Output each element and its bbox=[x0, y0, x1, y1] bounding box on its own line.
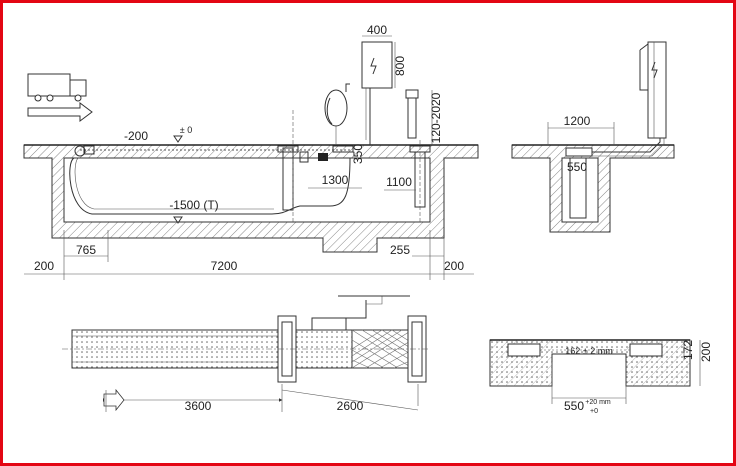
control-box bbox=[361, 35, 396, 145]
pit-concrete bbox=[23, 144, 479, 253]
dim-2600-label: 2600 bbox=[337, 399, 364, 413]
dim-550-label: 550 bbox=[567, 160, 587, 174]
dim-7200: 7200 bbox=[211, 259, 238, 273]
detail-tol-plus: +20 mm bbox=[585, 399, 611, 406]
detail-tol-zero: +0 bbox=[590, 408, 598, 415]
level-zero-label: ± 0 bbox=[180, 125, 192, 135]
box-width-label: 400 bbox=[367, 23, 387, 37]
plan-view bbox=[62, 295, 430, 412]
detail-section bbox=[489, 339, 701, 404]
dim-left-200: 200 bbox=[34, 259, 54, 273]
dim-1200-label: 1200 bbox=[564, 114, 591, 128]
dim-right-200: 200 bbox=[444, 259, 464, 273]
hose-reel-icon bbox=[324, 83, 350, 145]
dim-765: 765 bbox=[76, 243, 96, 257]
dim-1300-label: 1300 bbox=[322, 173, 349, 187]
pit-bottom-label: -1500 (T) bbox=[169, 198, 218, 212]
bottom-dimensions bbox=[24, 230, 474, 280]
box-height-label: 800 bbox=[393, 56, 407, 76]
height-350-label: 350 bbox=[351, 144, 365, 164]
detail-gap-label: 162 ± 2 mm bbox=[565, 346, 612, 356]
truck-icon bbox=[27, 73, 87, 102]
detail-550-label: 550 bbox=[564, 399, 584, 413]
side-section bbox=[511, 41, 675, 233]
direction-arrow-icon bbox=[27, 102, 93, 122]
dim-255: 255 bbox=[390, 243, 410, 257]
height-range-label: 120-2020 bbox=[429, 92, 443, 143]
detail-200-label: 200 bbox=[699, 342, 713, 362]
detail-172-label: 172 bbox=[681, 340, 695, 360]
pit-elevation bbox=[23, 110, 479, 253]
dim-3600-label: 3600 bbox=[185, 399, 212, 413]
height-adjust-column bbox=[405, 89, 433, 145]
level-top-label: -200 bbox=[124, 129, 148, 143]
dim-1100-label: 1100 bbox=[386, 175, 412, 189]
